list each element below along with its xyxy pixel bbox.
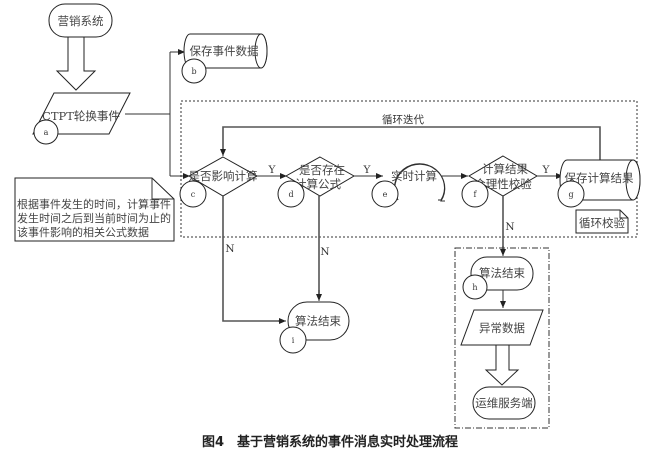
node-save-event-data-label: 保存事件数据: [190, 44, 259, 58]
annotation-line-1: 根据事件发生的时间，计算事件: [17, 197, 171, 211]
loop-label: 循环迭代: [382, 113, 424, 126]
node-ctpt-event-label: CTPT轮换事件: [42, 109, 120, 123]
edge-formula-yes-label: Y: [363, 164, 372, 176]
node-abnormal-data: [460, 309, 544, 346]
node-save-event-data: [183, 33, 268, 69]
marker-e: [371, 180, 399, 208]
node-formula-exists: [284, 156, 356, 197]
node-abnormal-data-label: 异常数据: [479, 321, 525, 335]
node-ops-server: [472, 386, 536, 420]
node-formula-exists-label-2: 计算公式: [295, 177, 341, 191]
hollow-arrow-down-icon-2: [484, 344, 520, 386]
node-realtime-calc-label: 实时计算: [391, 169, 437, 183]
annotation-line-2: 发生时间之后到当前时间为止的: [17, 211, 171, 225]
node-algo-end-i-label: 算法结束: [295, 314, 341, 328]
marker-a: [33, 119, 59, 145]
node-affect-calc-label: 是否影响计算: [189, 169, 258, 183]
figure-caption: 图4 基于营销系统的事件消息实时处理流程: [202, 434, 458, 450]
annotation-line-3: 该事件影响的相关公式数据: [17, 225, 149, 239]
node-result-check-label-1: 计算结果: [482, 162, 528, 176]
marker-b: [181, 58, 207, 84]
marker-i: [279, 326, 307, 354]
node-result-check-label-2: 合理性校验: [474, 177, 532, 191]
marker-i-label: i: [292, 336, 295, 345]
edge-affect-no: [222, 196, 283, 322]
marker-f-label: f: [474, 190, 478, 199]
annotation-fold: [151, 178, 174, 200]
edge-affect-no-label: N: [225, 243, 234, 255]
node-formula-exists-label-1: 是否存在: [299, 163, 345, 177]
marker-g: [557, 180, 585, 208]
node-ops-server-label: 运维服务端: [475, 396, 533, 410]
node-algo-end-h: [470, 256, 534, 291]
annotation-note: [14, 177, 175, 242]
marker-b-label: b: [191, 67, 196, 76]
hollow-arrow-down-icon: [55, 36, 97, 91]
node-ctpt-event: [32, 92, 131, 135]
loop-check-note: [575, 209, 629, 234]
node-save-calc-result-label: 保存计算结果: [565, 171, 634, 185]
edge-check-yes-label: Y: [542, 164, 551, 176]
edge-check-no-label: N: [505, 221, 514, 233]
edge-affect-yes-label: Y: [268, 164, 277, 176]
marker-c-label: c: [191, 190, 196, 199]
node-algo-end-i: [287, 301, 350, 341]
node-algo-end-h-label: 算法结束: [479, 266, 525, 280]
marker-d: [277, 180, 305, 208]
marker-h-label: h: [472, 283, 477, 292]
exception-region: [454, 247, 550, 429]
marker-h: [462, 274, 488, 300]
marker-d-label: d: [288, 190, 293, 199]
marker-f: [461, 180, 489, 208]
marker-a-label: a: [44, 128, 49, 137]
loop-check-note-label: 循环校验: [579, 216, 625, 230]
edge-loop-iteration: [222, 126, 601, 164]
note-fold: [619, 210, 628, 219]
node-marketing-system-label: 营销系统: [58, 14, 104, 28]
marker-g-label: g: [568, 190, 573, 199]
marker-e-label: e: [383, 190, 388, 199]
marker-c: [179, 180, 207, 208]
edge-formula-no-label: N: [320, 246, 329, 258]
